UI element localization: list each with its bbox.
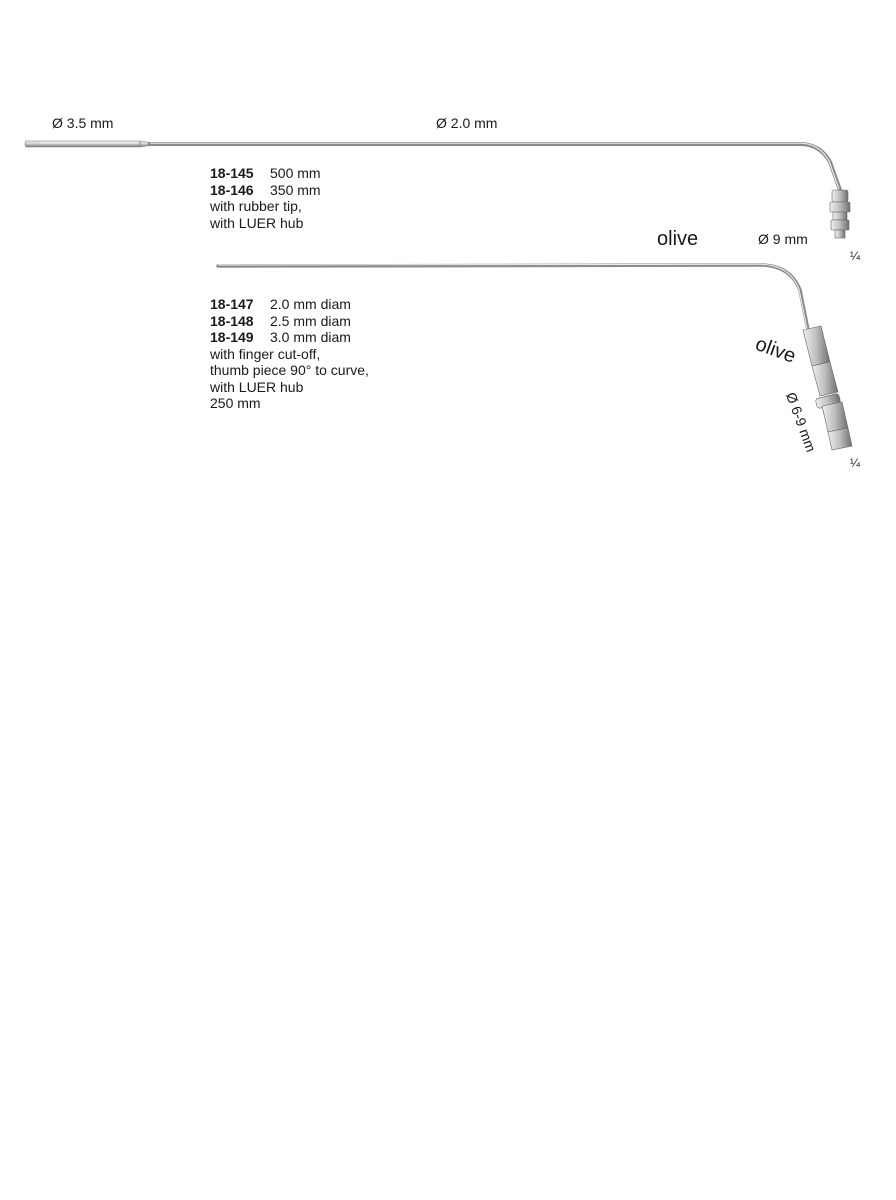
article-spec: 3.0 mm diam <box>270 329 351 345</box>
note-line: with LUER hub <box>210 378 304 395</box>
spec-row: 18-147 2.0 mm diam <box>210 296 369 313</box>
suction-tube-1-illustration <box>24 140 851 239</box>
article-code: 18-146 <box>210 181 254 198</box>
note-line: with LUER hub <box>210 214 304 231</box>
note-line: 250 mm <box>210 395 261 411</box>
suction-tube-2-illustration <box>216 263 853 451</box>
article-spec: 2.5 mm diam <box>270 312 351 329</box>
quarter-label-2: ¼ <box>850 456 861 470</box>
article-code: 18-149 <box>210 329 254 345</box>
tube-diameter-label: Ø 2.0 mm <box>436 115 498 131</box>
olive-label: olive <box>657 228 699 250</box>
article-spec: 500 mm <box>270 165 321 181</box>
instrument-2-description: 18-147 2.0 mm diam 18-148 2.5 mm diam 18-1… <box>210 296 369 412</box>
article-spec: 2.0 mm diam <box>270 296 351 312</box>
tip-diameter-label: Ø 3.5 mm <box>52 115 114 131</box>
spec-row: 18-149 3.0 mm diam <box>210 329 369 346</box>
spec-row: 18-148 2.5 mm diam <box>210 313 369 330</box>
quarter-label-1: ¼ <box>850 249 861 263</box>
spec-row: 18-145 500 mm <box>210 165 321 182</box>
olive-diameter-label: Ø 9 mm <box>758 231 808 247</box>
article-code: 18-148 <box>210 312 254 329</box>
note-line: thumb piece 90° to curve, <box>210 362 369 378</box>
spec-row: 18-146 350 mm <box>210 182 321 199</box>
note-line: with finger cut-off, <box>210 345 321 362</box>
article-code: 18-147 <box>210 296 254 312</box>
note-line: with rubber tip, <box>210 198 302 214</box>
article-code: 18-145 <box>210 165 254 181</box>
article-spec: 350 mm <box>270 181 321 198</box>
instrument-1-description: 18-145 500 mm 18-146 350 mm with rubber ti… <box>210 165 321 231</box>
